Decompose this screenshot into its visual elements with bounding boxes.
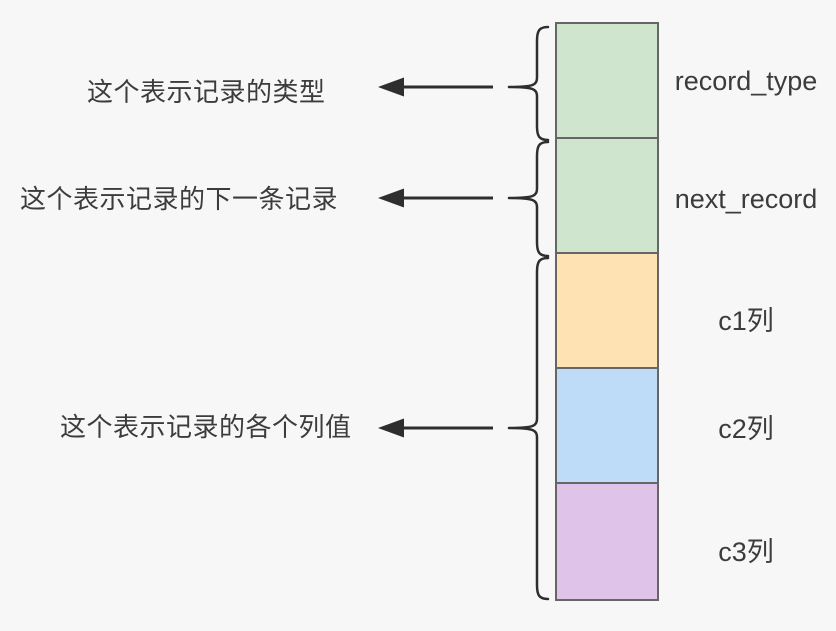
label-c3: c3列 [718,537,774,567]
block-c2 [555,367,659,484]
left-arrowhead-icon [378,418,404,438]
curly-brace-record-type [507,25,550,142]
curly-brace-next-record [507,140,550,258]
curly-brace-columns [507,256,550,601]
label-c2: c2列 [718,414,774,444]
annotation-record-type: 这个表示记录的类型 [87,77,326,107]
block-c3 [555,482,659,601]
annotation-columns: 这个表示记录的各个列值 [60,412,352,442]
annotation-next-record: 这个表示记录的下一条记录 [20,184,339,214]
label-c1: c1列 [718,306,774,336]
label-next-record: next_record [674,184,818,214]
label-record-type: record_type [674,66,818,96]
block-record-type [555,22,659,139]
left-arrowhead-icon [378,77,404,97]
block-next-record [555,137,659,254]
left-arrowhead-icon [378,188,404,208]
